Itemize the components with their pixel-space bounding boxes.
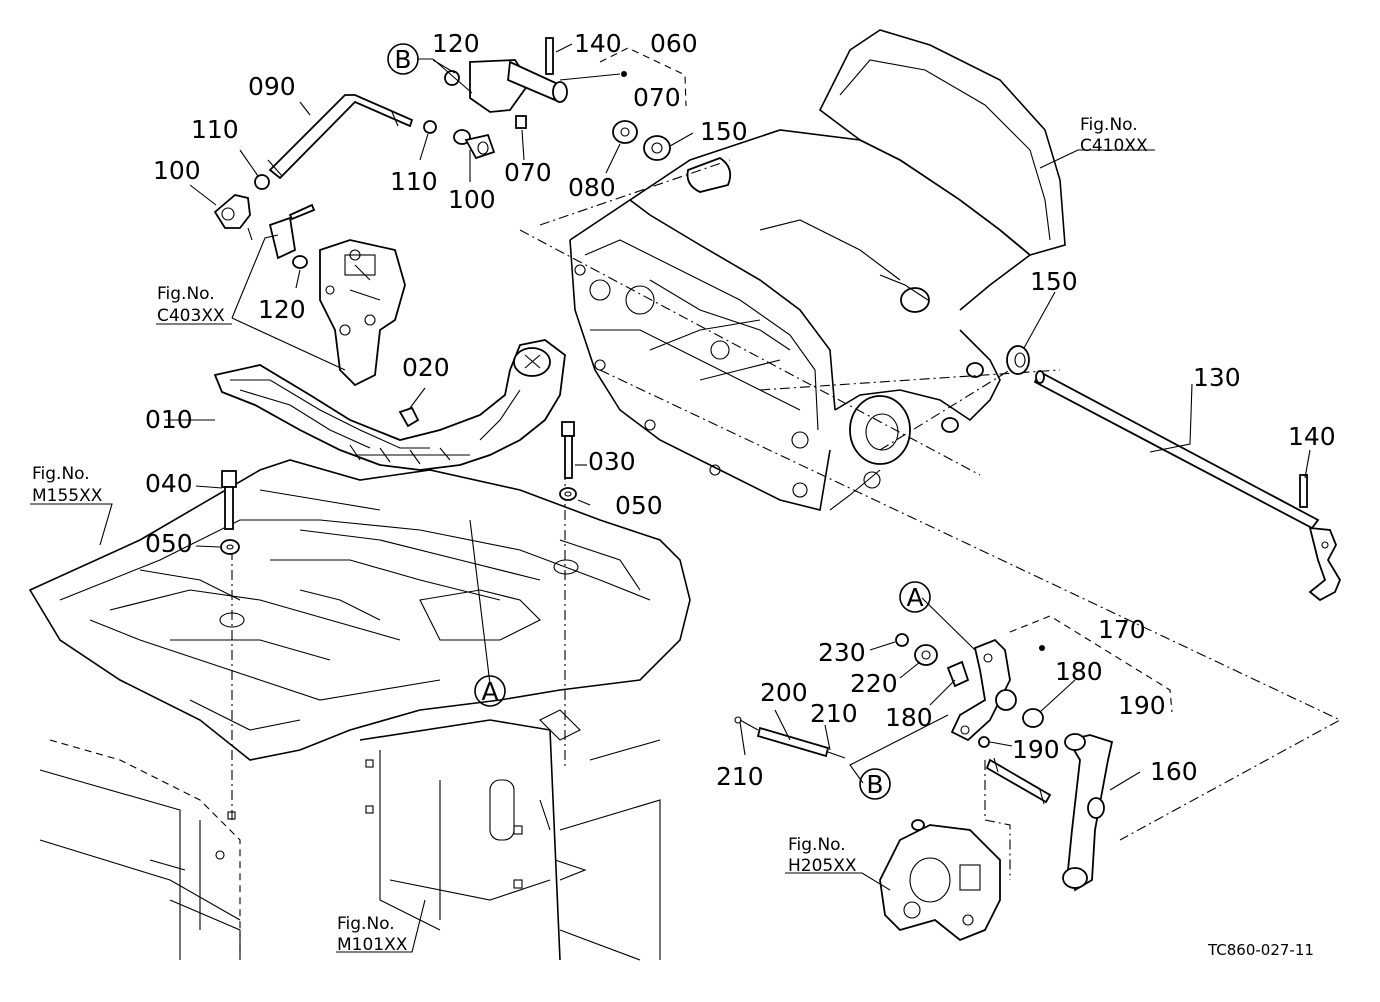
part-number: 210 [810, 699, 858, 728]
figure-ref-code: C403XX [157, 306, 225, 326]
bolts-and-washers [220, 421, 577, 555]
part-number: 180 [1055, 657, 1103, 686]
part-number: 100 [448, 185, 496, 214]
figure-ref-code: M155XX [32, 486, 103, 506]
floor-panel [28, 459, 691, 761]
part-number: 120 [432, 29, 480, 58]
transmission-housing [569, 29, 1066, 511]
callout-leader-lines [30, 43, 1311, 953]
part-number: 210 [716, 762, 764, 791]
part-number: 160 [1150, 757, 1198, 786]
callout-label: B [866, 770, 883, 799]
drawing-code: TC860-027-11 [1207, 941, 1314, 959]
part-number: 060 [650, 29, 698, 58]
callout-circle-a-floor: A [474, 675, 506, 707]
part-number: 230 [818, 638, 866, 667]
part-number: 140 [1288, 422, 1336, 451]
callout-circle-b-linkage: B [859, 768, 891, 800]
figure-ref-label: Fig.No. [157, 284, 215, 304]
figure-ref-label: Fig.No. [1080, 115, 1138, 135]
part-number-labels: 120 140 060 070 090 110 150 100 110 070 … [145, 29, 1336, 791]
part-number: 070 [504, 158, 552, 187]
part-number: 180 [885, 703, 933, 732]
figure-ref-c403: Fig.No. C403XX [157, 284, 225, 326]
part-number: 140 [574, 29, 622, 58]
figure-ref-code: H205XX [788, 856, 857, 876]
figure-ref-m101: Fig.No. M101XX [337, 914, 408, 955]
linkage-group [734, 615, 1173, 892]
housing-h205 [879, 819, 1001, 942]
callout-label: A [481, 677, 498, 706]
rod-090 [213, 94, 527, 241]
part-number: 190 [1118, 691, 1166, 720]
arm-assembly-060 [444, 37, 687, 161]
part-number: 130 [1193, 363, 1241, 392]
part-number: 150 [700, 117, 748, 146]
part-number: 040 [145, 469, 193, 498]
part-number: 110 [191, 115, 239, 144]
part-number: 090 [248, 72, 296, 101]
figure-ref-h205: Fig.No. H205XX [788, 835, 857, 876]
figure-ref-label: Fig.No. [32, 464, 90, 484]
part-number: 220 [850, 669, 898, 698]
leader-lines [231, 159, 1342, 880]
part-number: 070 [633, 83, 681, 112]
part-number: 030 [588, 447, 636, 476]
part-number: 190 [1012, 735, 1060, 764]
part-number: 050 [145, 529, 193, 558]
part-number: 080 [568, 173, 616, 202]
pedal-010 [213, 339, 566, 471]
part-number: 150 [1030, 267, 1078, 296]
callout-label: A [906, 583, 923, 612]
figure-ref-m155: Fig.No. M155XX [32, 464, 103, 506]
figure-ref-label: Fig.No. [788, 835, 846, 855]
part-number: 010 [145, 405, 193, 434]
part-number: 110 [390, 167, 438, 196]
figure-ref-label: Fig.No. [337, 914, 395, 934]
valve-body [268, 203, 406, 387]
shaft-130 [1006, 345, 1342, 602]
figure-ref-code: M101XX [337, 935, 408, 955]
callout-circle-b-top: B [387, 43, 419, 75]
part-number: 200 [760, 678, 808, 707]
figure-ref-code: C410XX [1080, 136, 1148, 156]
callout-label: B [394, 45, 411, 74]
part-number: 020 [402, 353, 450, 382]
callout-circle-a-linkage: A [899, 581, 931, 613]
figure-ref-c410: Fig.No. C410XX [1080, 115, 1148, 156]
part-number: 170 [1098, 615, 1146, 644]
part-number: 050 [615, 491, 663, 520]
part-number: 120 [258, 295, 306, 324]
part-number: 100 [153, 156, 201, 185]
